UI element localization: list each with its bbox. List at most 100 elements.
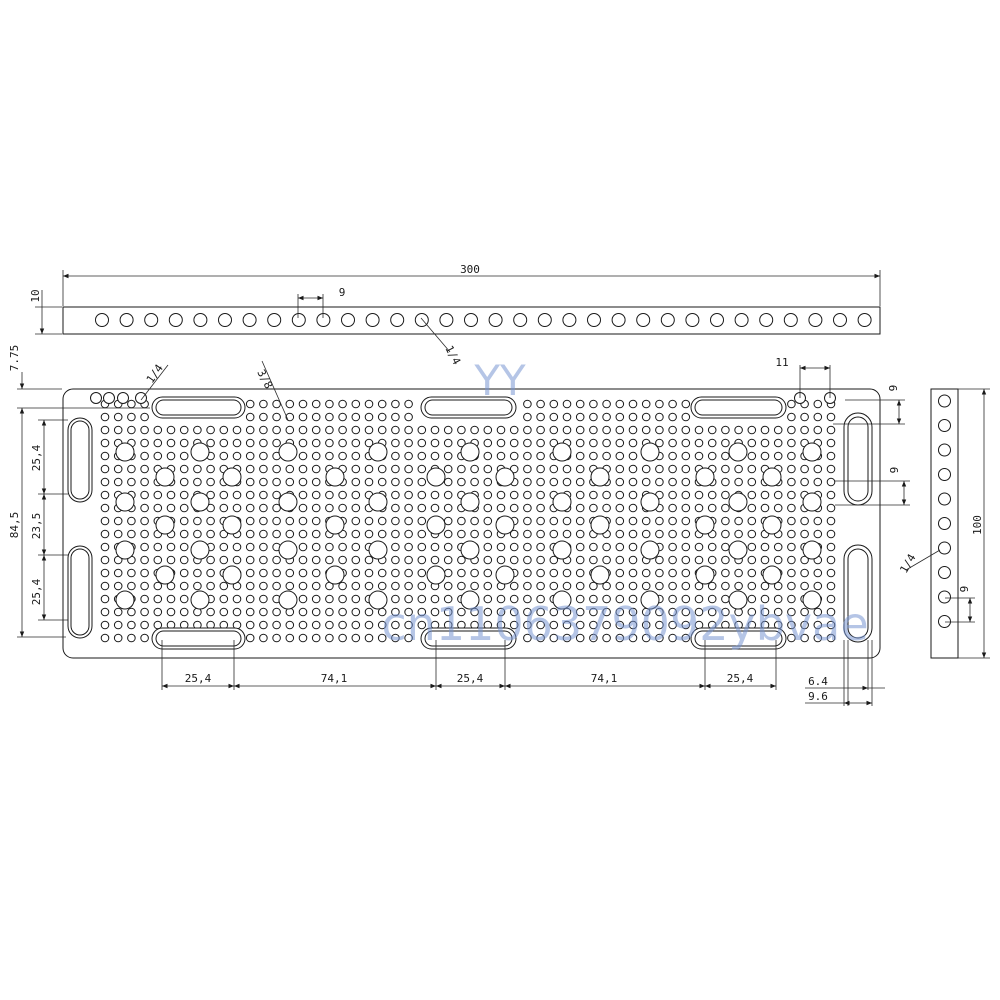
plate-hole-small [338, 412, 347, 422]
plate-hole-small [430, 503, 440, 513]
plate-hole-small [760, 425, 770, 435]
plate-hole-small [575, 542, 585, 552]
plate-hole-small [417, 581, 427, 591]
plate-hole-small [100, 438, 110, 448]
plate-hole-small [430, 555, 440, 565]
strip-hole [439, 313, 454, 327]
plate-hole-small [430, 425, 440, 435]
plate-hole-small [351, 581, 361, 591]
plate-hole-small [615, 568, 625, 578]
plate-hole-large [495, 565, 515, 585]
strip-hole [833, 313, 847, 327]
plate-hole-large [222, 467, 242, 487]
plate-hole-small [800, 464, 809, 474]
plate-hole-small [562, 516, 572, 526]
plate-hole-small [747, 542, 757, 552]
plate-hole-small [377, 633, 387, 643]
main-plate-view: 7.75 84,5 25,4 23,5 25,4 1/4 3/8 11 9 [8, 345, 910, 706]
plate-hole-small [417, 594, 427, 604]
plate-hole-large [495, 515, 515, 535]
plate-hole-small [602, 607, 611, 617]
plate-hole-small [311, 633, 321, 643]
plate-hole-small [826, 529, 836, 539]
plate-hole-small [813, 425, 823, 435]
plate-hole-small [707, 542, 717, 552]
plate-hole-small [575, 451, 585, 461]
plate-hole-small [245, 399, 255, 409]
plate-hole-small [787, 516, 796, 526]
plate-hole-small [668, 516, 677, 526]
overall-length-label: 300 [460, 263, 480, 276]
plate-hole-large [460, 442, 480, 462]
plate-hole-small [443, 542, 453, 552]
plate-hole-small [206, 464, 215, 474]
plate-hole-small [694, 425, 704, 435]
plate-hole-small [127, 620, 136, 630]
plate-hole-large [640, 540, 660, 560]
plate-hole-small [641, 399, 651, 409]
plate-hole-small [259, 594, 268, 604]
plate-hole-small [259, 438, 268, 448]
plate-hole-small [655, 412, 664, 422]
plate-hole-small [549, 516, 559, 526]
plate-hole-small [787, 412, 796, 422]
plate-hole-small [694, 555, 704, 565]
plate-hole-small [153, 503, 163, 513]
corner-pitch-label: 11 [775, 356, 788, 369]
plate-hole-small [549, 607, 559, 617]
plate-hole-small [826, 451, 836, 461]
plate-hole-small [628, 503, 638, 513]
plate-hole-small [721, 516, 730, 526]
plate-hole-small [826, 620, 836, 630]
plate-hole-small [615, 542, 625, 552]
plate-hole-small [338, 633, 347, 643]
plate-hole-small [655, 425, 664, 435]
plate-hole-small [575, 633, 585, 643]
plate-hole-small [747, 503, 757, 513]
plate-hole-small [140, 594, 149, 604]
plate-hole-small [562, 477, 572, 487]
plate-hole-small [377, 516, 387, 526]
plate-hole-small [100, 581, 110, 591]
plate-hole-small [404, 620, 413, 630]
plate-hole-small [628, 633, 638, 643]
plate-hole-small [602, 555, 611, 565]
plate-hole-small [391, 555, 400, 565]
plate-hole-small [483, 529, 493, 539]
plate-hole-small [602, 425, 611, 435]
side-hole-size-label: 1/4 [897, 551, 918, 575]
plate-hole-small [787, 477, 796, 487]
plate-hole-small [615, 633, 625, 643]
plate-hole-large [695, 467, 715, 487]
plate-hole-small [496, 607, 506, 617]
plate-hole-small [668, 529, 677, 539]
plate-hole-small [272, 503, 281, 513]
plate-hole-small [325, 555, 334, 565]
plate-hole-small [589, 503, 598, 513]
plate-hole-small [681, 607, 691, 617]
plate-hole-large [222, 565, 242, 585]
plate-hole-small [245, 607, 255, 617]
plate-hole-small [694, 438, 704, 448]
plate-hole-small [285, 399, 295, 409]
plate-hole-small [813, 529, 823, 539]
plate-hole-small [259, 464, 268, 474]
plate-hole-small [259, 542, 268, 552]
plate-hole-small [589, 620, 598, 630]
plate-hole-small [681, 568, 691, 578]
plate-hole-small [219, 607, 229, 617]
plate-hole-small [391, 607, 400, 617]
plate-hole-large [762, 565, 782, 585]
plate-hole-edge [103, 392, 115, 404]
plate-hole-small [602, 594, 611, 604]
plate-hole-large [278, 590, 298, 610]
strip-hole [488, 313, 503, 327]
plate-hole-small [113, 516, 123, 526]
plate-hole-small [470, 568, 479, 578]
plate-hole-small [166, 542, 176, 552]
left-slot-bottom-label: 25,4 [30, 578, 43, 605]
plate-hole-small [496, 542, 506, 552]
plate-hole-small [707, 607, 717, 617]
plate-hole-small [338, 425, 347, 435]
